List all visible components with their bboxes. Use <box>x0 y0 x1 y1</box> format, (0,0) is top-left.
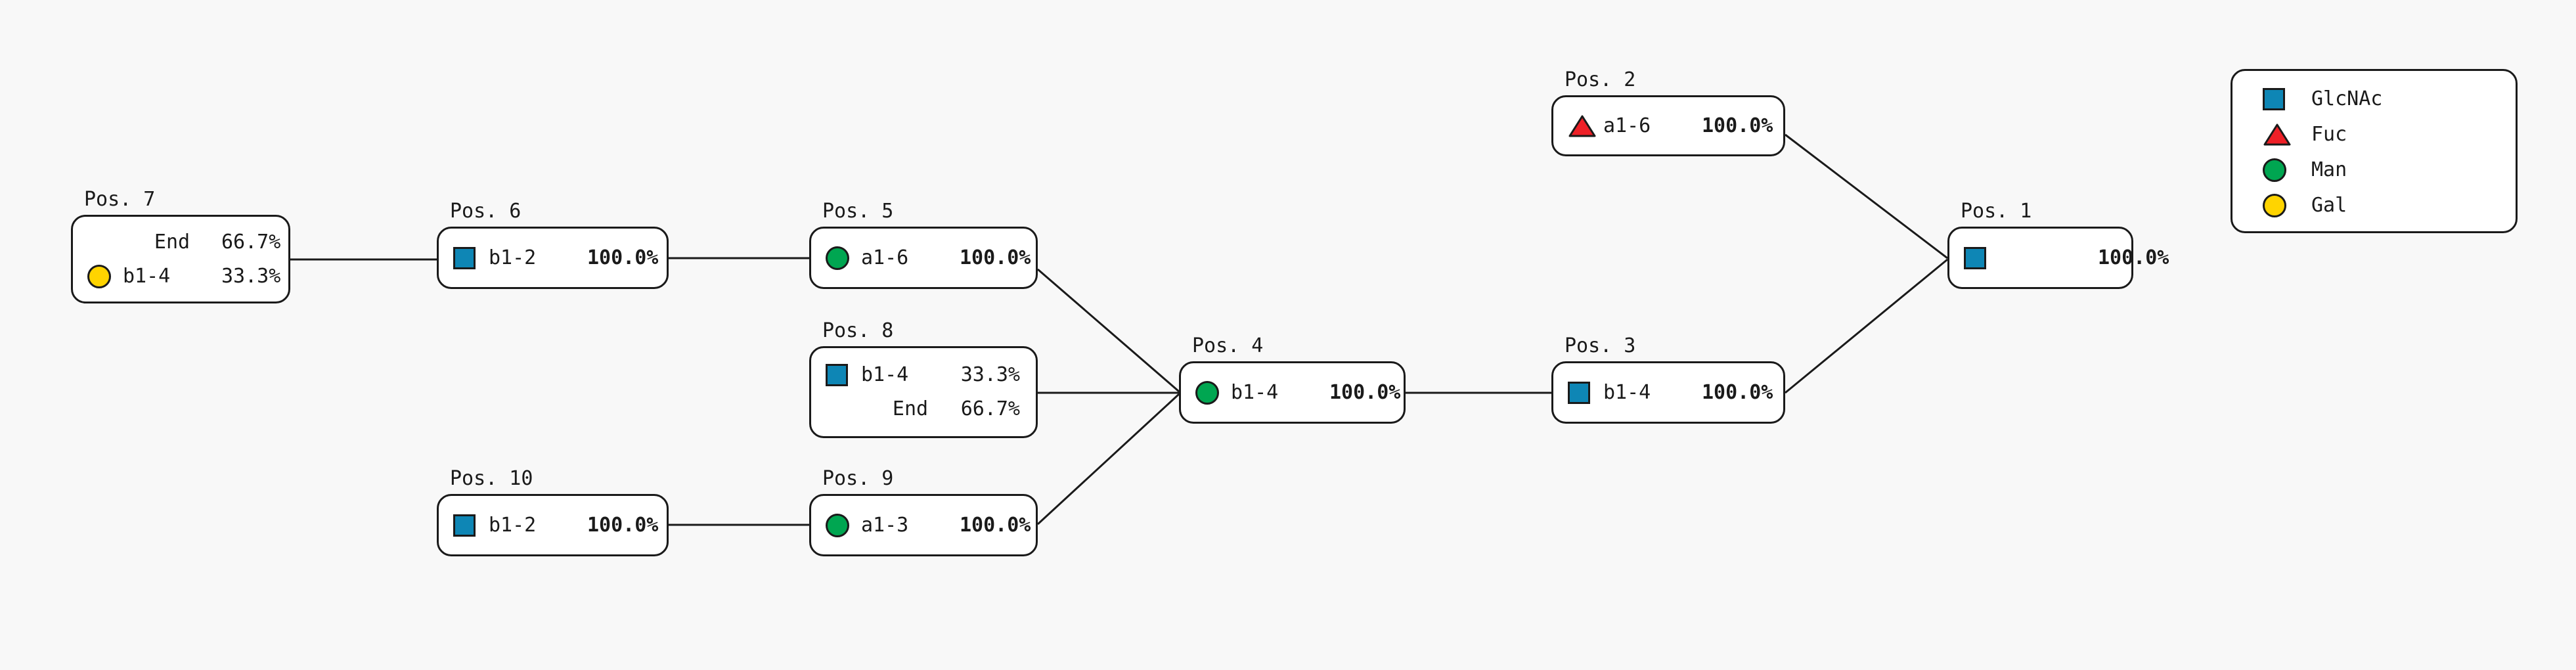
percentage-text: 100.0% <box>960 246 1031 269</box>
residue-icon-slot <box>826 392 861 426</box>
legend-label: Fuc <box>2311 123 2347 146</box>
node-position-label-pos5: Pos. 5 <box>822 200 894 223</box>
residue-icon-slot <box>826 241 861 275</box>
node-row: a1-6 100.0% <box>811 241 1036 275</box>
residue-icon-slot <box>453 508 489 543</box>
linkage-text: b1-4 <box>861 363 909 386</box>
linkage-text: a1-3 <box>861 513 909 537</box>
glyph-circle-gal-icon <box>2263 194 2286 217</box>
legend-label: Man <box>2311 158 2347 181</box>
legend-icon-slot <box>2263 88 2311 110</box>
legend-item-glcnac: GlcNAc <box>2232 81 2516 117</box>
glycan-node-pos5[interactable]: a1-6 100.0% <box>809 227 1038 289</box>
glycan-node-pos1[interactable]: 100.0% <box>1947 227 2169 289</box>
glycan-node-pos6[interactable]: b1-2 100.0% <box>437 227 669 289</box>
legend-item-man: Man <box>2232 152 2516 188</box>
glycan-node-pos3[interactable]: b1-4 100.0% <box>1551 361 1785 424</box>
glyph-square-glcnac-icon <box>453 246 476 269</box>
node-position-label-pos2: Pos. 2 <box>1565 68 1636 91</box>
node-row: End 66.7% <box>811 392 1036 426</box>
node-position-label-pos4: Pos. 4 <box>1192 334 1264 357</box>
residue-icon-slot <box>826 508 861 543</box>
node-row: 100.0% <box>1949 241 2169 275</box>
glyph-square-glcnac-icon <box>826 364 848 386</box>
glyph-square-glcnac-icon <box>1964 246 1986 269</box>
glycan-node-pos4[interactable]: b1-4 100.0% <box>1179 361 1406 424</box>
glyph-triangle-fuc-icon <box>2263 123 2292 146</box>
node-position-label-pos6: Pos. 6 <box>450 200 522 223</box>
percentage-text: 100.0% <box>1329 380 1401 404</box>
node-row: a1-3 100.0% <box>811 508 1036 543</box>
glycan-node-pos8[interactable]: b1-4 33.3% End 66.7% <box>809 346 1038 438</box>
percentage-text: 100.0% <box>1702 380 1773 404</box>
edge-pos9-to-pos4 <box>1036 393 1180 525</box>
linkage-text: End <box>892 397 929 420</box>
node-row: b1-4 100.0% <box>1181 376 1404 410</box>
linkage-text: b1-2 <box>489 246 537 269</box>
glyph-square-glcnac-icon <box>2263 88 2285 110</box>
residue-icon-slot <box>453 241 489 275</box>
node-row: End 66.7% <box>73 225 288 259</box>
percentage-text: 33.3% <box>960 363 1020 386</box>
node-row: a1-6 100.0% <box>1553 109 1783 143</box>
residue-icon-slot <box>87 259 123 294</box>
node-position-label-pos3: Pos. 3 <box>1565 334 1636 357</box>
linkage-text: b1-4 <box>1603 380 1651 404</box>
glyph-square-glcnac-icon <box>1568 381 1590 404</box>
node-row: b1-4 33.3% <box>73 259 288 294</box>
node-row: b1-4 33.3% <box>811 358 1036 392</box>
glyph-circle-man-icon <box>826 513 849 537</box>
node-row: b1-2 100.0% <box>439 508 667 543</box>
residue-icon-slot <box>826 358 861 392</box>
linkage-text: a1-6 <box>1603 114 1651 137</box>
edge-pos2-to-pos1 <box>1785 133 1948 259</box>
linkage-text: b1-4 <box>1231 380 1279 404</box>
glycan-node-pos7[interactable]: End 66.7% b1-4 33.3% <box>71 215 290 303</box>
legend-icon-slot <box>2263 123 2311 146</box>
percentage-text: 100.0% <box>1702 114 1773 137</box>
residue-icon-slot <box>1568 376 1603 410</box>
glyph-circle-gal-icon <box>87 264 111 288</box>
percentage-text: 33.3% <box>221 264 281 288</box>
node-position-label-pos8: Pos. 8 <box>822 319 894 342</box>
glyph-triangle-fuc-icon <box>1568 114 1597 138</box>
percentage-text: 66.7% <box>221 230 281 254</box>
linkage-text: a1-6 <box>861 246 909 269</box>
linkage-text: b1-4 <box>123 264 171 288</box>
node-row: b1-2 100.0% <box>439 241 667 275</box>
glycan-node-pos2[interactable]: a1-6 100.0% <box>1551 95 1785 156</box>
edge-pos3-to-pos1 <box>1785 258 1948 394</box>
legend-item-fuc: Fuc <box>2232 117 2516 152</box>
legend-icon-slot <box>2263 158 2311 182</box>
residue-icon-slot <box>1568 109 1603 143</box>
linkage-text: b1-2 <box>489 513 537 537</box>
legend-icon-slot <box>2263 194 2311 217</box>
residue-icon-slot <box>1195 376 1231 410</box>
residue-icon-slot <box>87 225 123 259</box>
glycan-node-pos9[interactable]: a1-3 100.0% <box>809 494 1038 556</box>
node-position-label-pos1: Pos. 1 <box>1961 200 2032 223</box>
percentage-text: 100.0% <box>2098 246 2169 269</box>
edge-pos5-to-pos4 <box>1037 268 1180 393</box>
percentage-text: 100.0% <box>587 513 659 537</box>
percentage-text: 100.0% <box>960 513 1031 537</box>
glyph-square-glcnac-icon <box>453 514 476 537</box>
percentage-text: 100.0% <box>587 246 659 269</box>
linkage-text: End <box>154 230 190 254</box>
legend-item-gal: Gal <box>2232 188 2516 223</box>
node-position-label-pos10: Pos. 10 <box>450 467 533 490</box>
percentage-text: 66.7% <box>960 397 1020 420</box>
legend-label: GlcNAc <box>2311 87 2383 110</box>
node-row: b1-4 100.0% <box>1553 376 1783 410</box>
legend-label: Gal <box>2311 194 2347 217</box>
residue-icon-slot <box>1964 241 1999 275</box>
node-position-label-pos7: Pos. 7 <box>84 188 156 211</box>
node-position-label-pos9: Pos. 9 <box>822 467 894 490</box>
glycan-node-pos10[interactable]: b1-2 100.0% <box>437 494 669 556</box>
glyph-circle-man-icon <box>826 246 849 270</box>
glyph-circle-man-icon <box>1195 380 1219 405</box>
glyph-circle-man-icon <box>2263 158 2286 182</box>
